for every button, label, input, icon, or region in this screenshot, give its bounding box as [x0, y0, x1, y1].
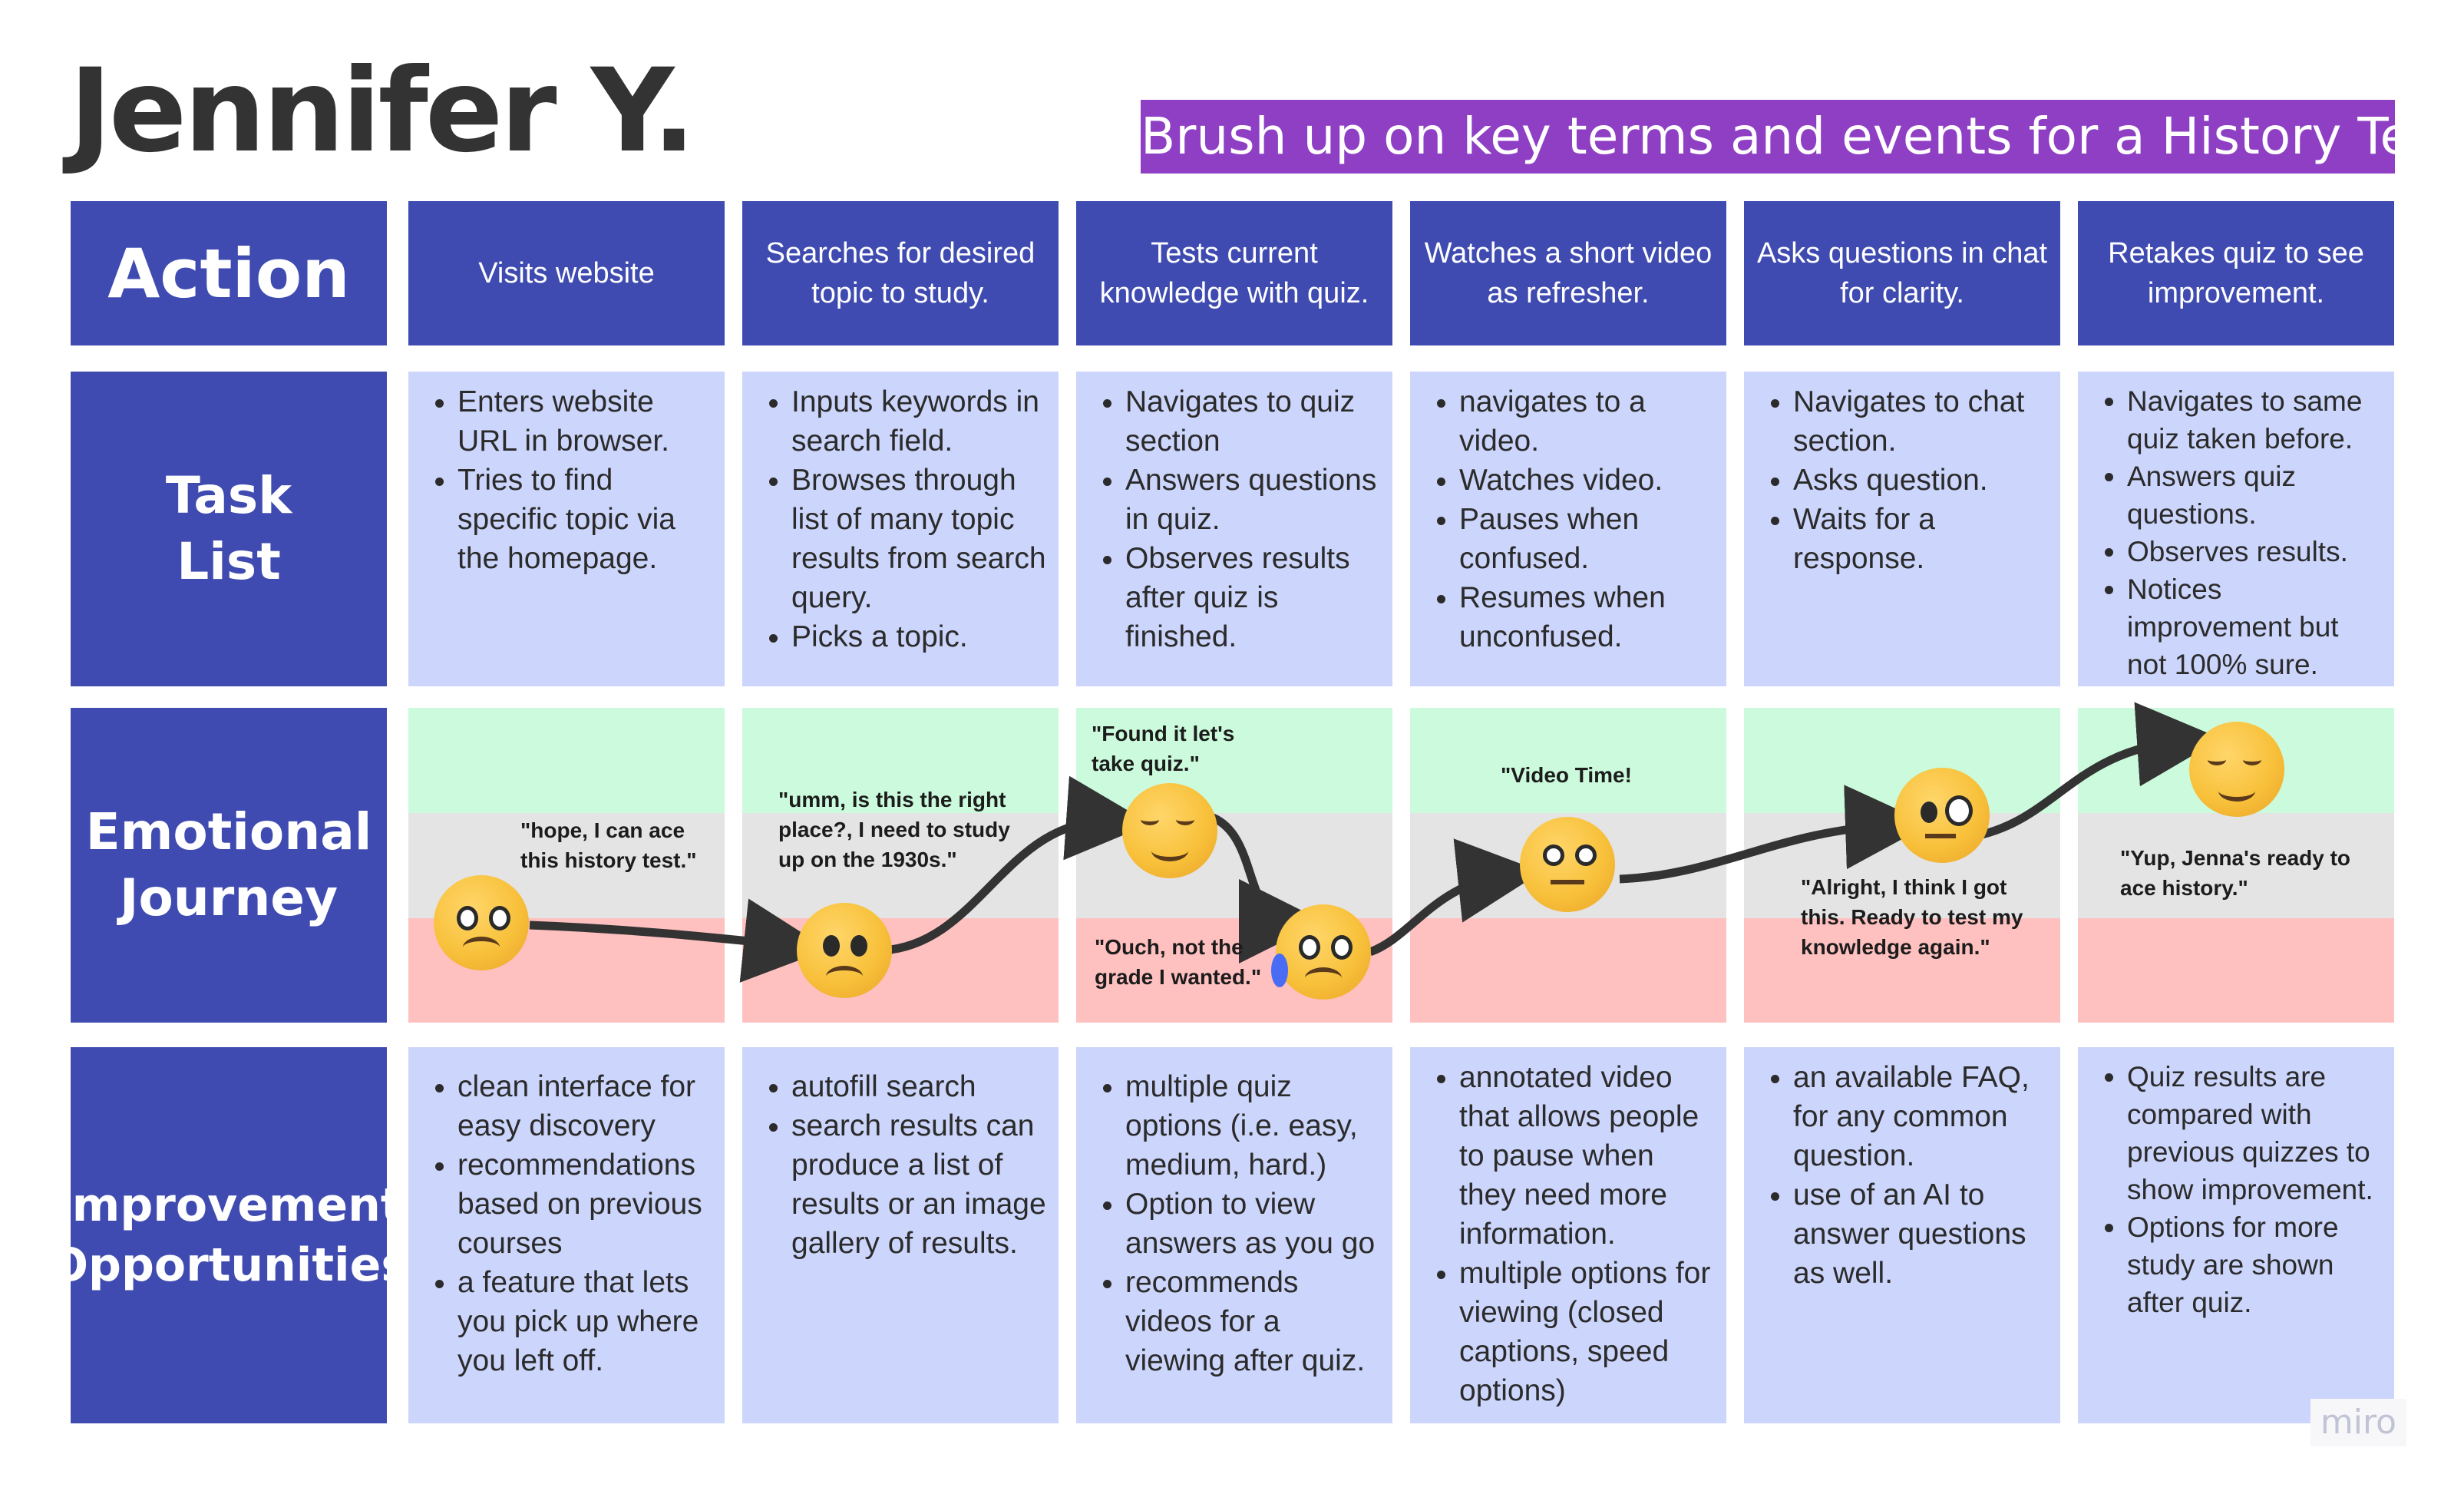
crying-face-icon	[1271, 904, 1371, 1000]
relieved-face-icon	[1122, 783, 1217, 878]
journey-segment-4	[1368, 838, 1542, 957]
journey-segment-1	[529, 898, 828, 983]
improvement-item: autofill search	[791, 1067, 1049, 1106]
improvement-card-2: autofill search search results can produ…	[742, 1047, 1059, 1423]
task-item: Inputs keywords in search field.	[791, 382, 1049, 461]
relieved-face-icon	[2189, 722, 2284, 817]
task-item: navigates to a video.	[1459, 382, 1717, 461]
emotion-cell-5	[1744, 708, 2060, 1023]
row-header-task-line2: List	[177, 532, 281, 591]
task-card-4: navigates to a video. Watches video. Pau…	[1410, 372, 1726, 686]
row-header-emotional-journey: Emotional Journey	[71, 708, 387, 1023]
task-card-6: Navigates to same quiz taken before. Ans…	[2078, 372, 2394, 686]
task-card-3: Navigates to quiz section Answers questi…	[1076, 372, 1392, 686]
row-header-task-list: Task List	[71, 372, 387, 686]
journey-segment-5	[1619, 785, 1930, 884]
monocle-face-icon	[1894, 768, 1990, 863]
emotion-quote-6: "Yup, Jenna's ready to ace history."	[2120, 846, 2351, 900]
row-header-action: Action	[71, 201, 387, 345]
task-item: Waits for a response.	[1793, 500, 2051, 578]
task-item: Picks a topic.	[791, 617, 1049, 656]
improvement-item: Options for more study are shown after q…	[2127, 1208, 2385, 1321]
row-header-improvement-line1: Improvement	[54, 1178, 403, 1232]
scenario-banner: Brush up on key terms and events for a H…	[1141, 100, 2457, 174]
journey-segment-3	[1211, 813, 1323, 963]
task-item: Navigates to quiz section	[1125, 382, 1383, 461]
persona-name: Jennifer Y.	[69, 45, 695, 178]
row-header-emotion-line1: Emotional	[85, 802, 372, 861]
improvement-item: Quiz results are compared with previous …	[2127, 1058, 2385, 1208]
improvement-item: an available FAQ, for any common questio…	[1793, 1058, 2051, 1175]
improvement-card-3: multiple quiz options (i.e. easy, medium…	[1076, 1047, 1392, 1423]
neutral-face-icon	[1520, 817, 1615, 912]
task-item: Observes results.	[2127, 533, 2385, 570]
emotion-quote-3: "Found it let's take quiz."	[1092, 722, 1235, 775]
improvement-item: search results can produce a list of res…	[791, 1106, 1049, 1263]
journey-segment-6	[1970, 702, 2221, 841]
emotion-quote-1: "hope, I can ace this history test."	[520, 818, 697, 872]
task-item: Enters website URL in browser.	[457, 382, 715, 461]
task-item: Observes results after quiz is finished.	[1125, 539, 1383, 656]
task-item: Pauses when confused.	[1459, 500, 1717, 578]
improvement-item: annotated video that allows people to pa…	[1459, 1058, 1717, 1254]
task-card-5: Navigates to chat section. Asks question…	[1744, 372, 2060, 686]
task-item: Answers questions in quiz.	[1125, 461, 1383, 539]
action-card-4: Watches a short video as refresher.	[1410, 201, 1726, 345]
improvement-item: recommends videos for a viewing after qu…	[1125, 1263, 1383, 1380]
row-header-action-label: Action	[107, 233, 350, 313]
improvement-item: use of an AI to answer questions as well…	[1793, 1175, 2051, 1293]
task-item: Watches video.	[1459, 461, 1717, 500]
improvement-item: clean interface for easy discovery	[457, 1067, 715, 1145]
emotion-quote-3b: "Ouch, not the grade I wanted."	[1095, 935, 1262, 989]
worried-face-icon	[434, 875, 529, 970]
task-item: Tries to find specific topic via the hom…	[457, 461, 715, 578]
improvement-item: multiple options for viewing (closed cap…	[1459, 1254, 1717, 1410]
miro-watermark: miro	[2310, 1399, 2406, 1446]
action-card-2: Searches for desired topic to study.	[742, 201, 1059, 345]
task-item: Notices improvement but not 100% sure.	[2127, 570, 2385, 683]
task-item: Answers quiz questions.	[2127, 458, 2385, 533]
improvement-item: multiple quiz options (i.e. easy, medium…	[1125, 1067, 1383, 1185]
improvement-card-5: an available FAQ, for any common questio…	[1744, 1047, 2060, 1423]
row-header-improvement-line2: Opportunities	[48, 1238, 409, 1292]
improvement-item: recommendations based on previous course…	[457, 1145, 715, 1263]
improvement-item: a feature that lets you pick up where yo…	[457, 1263, 715, 1380]
task-item: Asks question.	[1793, 461, 2051, 500]
improvement-item: Option to view answers as you go	[1125, 1185, 1383, 1263]
task-card-2: Inputs keywords in search field. Browses…	[742, 372, 1059, 686]
action-card-6: Retakes quiz to see improvement.	[2078, 201, 2394, 345]
task-item: Navigates to same quiz taken before.	[2127, 382, 2385, 458]
improvement-card-1: clean interface for easy discovery recom…	[408, 1047, 725, 1423]
row-header-improvement: Improvement Opportunities	[49, 1047, 408, 1423]
action-card-5: Asks questions in chat for clarity.	[1744, 201, 2060, 345]
task-item: Resumes when unconfused.	[1459, 578, 1717, 656]
emotion-quote-2: "umm, is this the right place?, I need t…	[778, 788, 1010, 871]
task-card-1: Enters website URL in browser. Tries to …	[408, 372, 725, 686]
improvement-card-6: Quiz results are compared with previous …	[2078, 1047, 2394, 1423]
task-item: Navigates to chat section.	[1793, 382, 2051, 461]
emotion-quote-5: "Alright, I think I got this. Ready to t…	[1801, 875, 2023, 959]
journey-segment-2	[882, 775, 1151, 955]
action-card-3: Tests current knowledge with quiz.	[1076, 201, 1392, 345]
confused-face-icon	[797, 903, 892, 998]
improvement-card-4: annotated video that allows people to pa…	[1410, 1047, 1726, 1423]
emotion-quote-4: "Video Time!	[1501, 763, 1632, 787]
action-card-1: Visits website	[408, 201, 725, 345]
task-item: Browses through list of many topic resul…	[791, 461, 1049, 617]
row-header-task-line1: Task	[165, 466, 292, 525]
row-header-emotion-line2: Journey	[119, 868, 339, 927]
emotion-cell-1	[408, 708, 725, 1023]
